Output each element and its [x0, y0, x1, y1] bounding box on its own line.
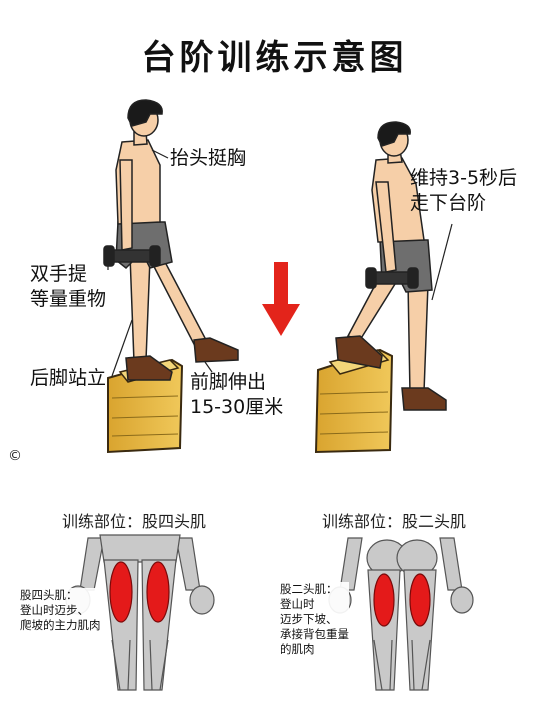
label-hands: 双手提 等量重物 [30, 263, 107, 310]
left-figure [103, 99, 239, 381]
anatomy-title-quads: 训练部位：股四头肌 [62, 512, 207, 531]
anatomy-title-hamstrings: 训练部位：股二头肌 [322, 512, 467, 531]
page-title: 台阶训练示意图 [141, 38, 408, 78]
anatomy-back [328, 537, 474, 691]
down-arrow [262, 262, 300, 336]
anatomy-label-quads: 股四头肌： 登山时迈步、 爬坡的主力肌肉 [20, 588, 101, 633]
label-hold: 维持3-5秒后 走下台阶 [410, 167, 518, 214]
label-back-foot: 后脚站立 [30, 367, 107, 389]
right-leader-line [431, 223, 453, 301]
right-figure [335, 121, 447, 411]
left-leader-lines [107, 149, 213, 377]
copyright-mark: © [8, 448, 22, 464]
label-front-foot: 前脚伸出 15-30厘米 [190, 371, 284, 418]
label-head-up: 抬头挺胸 [170, 147, 247, 169]
anatomy-front [65, 534, 215, 691]
anatomy-label-hamstrings: 股二头肌： 登山时 迈步下坡、 承接背包重量 的肌肉 [280, 582, 349, 657]
